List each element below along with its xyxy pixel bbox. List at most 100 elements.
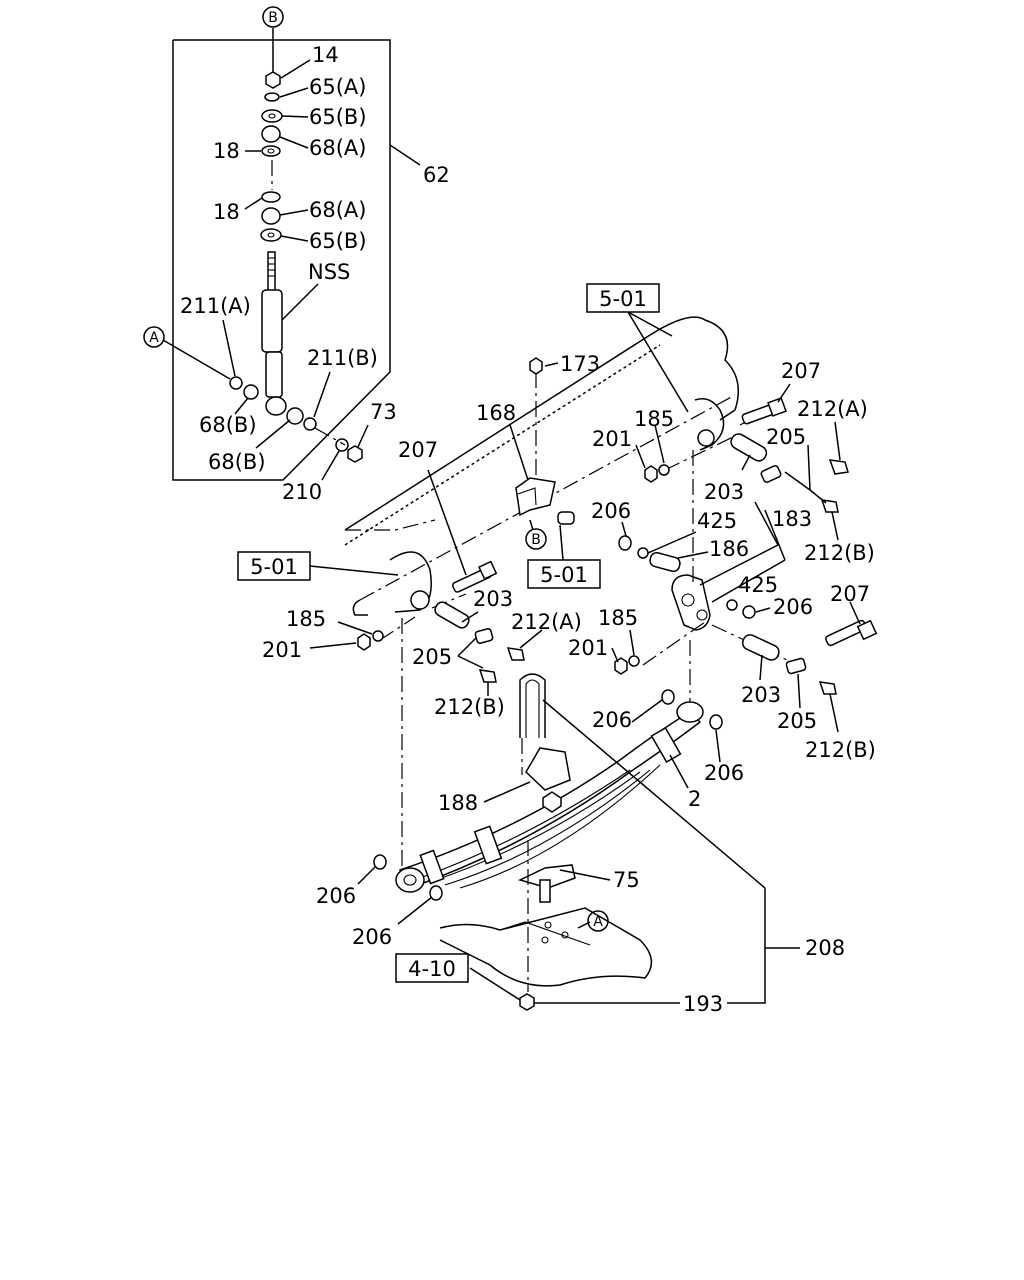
marker-b-mid: B (531, 532, 541, 548)
reference-boxes: 5-01 5-01 5-01 4-10 (237, 283, 689, 983)
label-201-3: 201 (568, 636, 608, 660)
label-203-3: 203 (741, 683, 781, 707)
washer-206-right (742, 605, 756, 619)
washer-211b (303, 417, 317, 431)
shock-body-lower (265, 351, 283, 398)
shackle-183 (671, 574, 711, 631)
label-14: 14 (312, 43, 339, 67)
washer-65b (261, 109, 283, 123)
label-210: 210 (282, 480, 322, 504)
part-labels: 14 65(A) 65(B) 18 68(A) 62 18 68(A) 65(B… (180, 43, 876, 1016)
bushing-205-right (785, 657, 807, 675)
label-186: 186 (709, 537, 749, 561)
grease-212b-left (478, 669, 497, 683)
label-18-2: 18 (213, 200, 240, 224)
label-203-2: 203 (473, 587, 513, 611)
leader-62 (389, 144, 421, 166)
label-65b-2: 65(B) (309, 229, 367, 253)
grease-212a-upper (828, 459, 849, 475)
leaf-spring-assembly (357, 673, 800, 1011)
label-205-2: 205 (412, 645, 452, 669)
label-212b-2: 212(B) (434, 695, 505, 719)
label-425-1: 425 (697, 509, 737, 533)
label-212a-2: 212(A) (511, 610, 582, 634)
front-shackle (309, 469, 543, 870)
label-183: 183 (772, 507, 812, 531)
washer-210 (335, 438, 349, 452)
label-208: 208 (805, 936, 845, 960)
label-206-2: 206 (773, 595, 813, 619)
spring-eye-rear (676, 701, 704, 723)
clip-185-left (372, 630, 384, 642)
pin-203-left (434, 601, 470, 629)
label-206-6: 206 (352, 925, 392, 949)
washer-206-a (373, 854, 387, 870)
label-168: 168 (476, 401, 516, 425)
ref-box-4-10 (395, 953, 469, 983)
label-65a-1: 65(A) (309, 75, 366, 99)
label-212b-1: 212(B) (804, 541, 875, 565)
ring-425 (637, 547, 649, 559)
washer-206-b (429, 885, 443, 901)
label-201-1: 201 (592, 427, 632, 451)
center-bracket (509, 357, 575, 561)
label-65b-1: 65(B) (309, 105, 367, 129)
shock-absorber-inset (162, 28, 421, 481)
label-185-1: 185 (634, 407, 674, 431)
label-206-3: 206 (592, 708, 632, 732)
bushing-68a (261, 125, 281, 143)
bushing-205-upper (760, 464, 782, 484)
marker-b-mid-circle (525, 528, 547, 550)
label-185-3: 185 (598, 606, 638, 630)
label-205-1: 205 (766, 425, 806, 449)
label-207-3: 207 (398, 438, 438, 462)
ref-box-5-01-top (586, 283, 660, 313)
bushing-205-left (474, 628, 494, 644)
washer-65a (264, 92, 280, 102)
ref-box-5-01-mid (527, 559, 601, 589)
ref-5-01-left: 5-01 (250, 555, 298, 579)
nut-201-left (357, 633, 371, 651)
label-206-4: 206 (704, 761, 744, 785)
marker-a-bottom: A (593, 914, 603, 930)
frame-bracket-right (694, 398, 725, 451)
clip-185-right (628, 655, 640, 667)
label-68a-1: 68(A) (309, 136, 366, 160)
label-211b: 211(B) (307, 346, 378, 370)
label-68b-2: 68(B) (208, 450, 266, 474)
ref-4-10: 4-10 (408, 957, 456, 981)
circled-markers: B A B A (143, 6, 609, 932)
bushing-68b-1 (243, 384, 259, 400)
nut-73 (347, 445, 363, 463)
label-18-1: 18 (213, 139, 240, 163)
label-2: 2 (688, 787, 701, 811)
axle-4-10 (439, 907, 653, 987)
washer-211a (229, 376, 243, 390)
shock-eye (265, 396, 287, 416)
label-201-2: 201 (262, 638, 302, 662)
bushing-68b-2 (286, 407, 304, 425)
label-212a-1: 212(A) (797, 397, 868, 421)
marker-a-left-circle (143, 326, 165, 348)
spring-pad-188 (525, 747, 571, 791)
marker-b-top-circle (262, 6, 284, 28)
label-68a-2: 68(A) (309, 198, 366, 222)
clip-185-upper-right (658, 464, 670, 476)
nut-193 (519, 993, 535, 1011)
marker-b-top: B (268, 10, 278, 26)
label-68b-1: 68(B) (199, 413, 257, 437)
bushing-68a-lower (261, 207, 281, 225)
label-207-1: 207 (781, 359, 821, 383)
label-206-1: 206 (591, 499, 631, 523)
label-211a: 211(A) (180, 294, 251, 318)
label-188: 188 (438, 791, 478, 815)
nut-14 (265, 71, 281, 89)
label-205-3: 205 (777, 709, 817, 733)
grease-212b-right (818, 681, 837, 695)
washer-206-upper (618, 535, 632, 551)
washer-65b-lower (260, 228, 282, 242)
pin-203-upper (730, 433, 768, 462)
pin-203-right (741, 634, 780, 661)
pin-186 (649, 551, 681, 573)
label-425-2: 425 (738, 573, 778, 597)
